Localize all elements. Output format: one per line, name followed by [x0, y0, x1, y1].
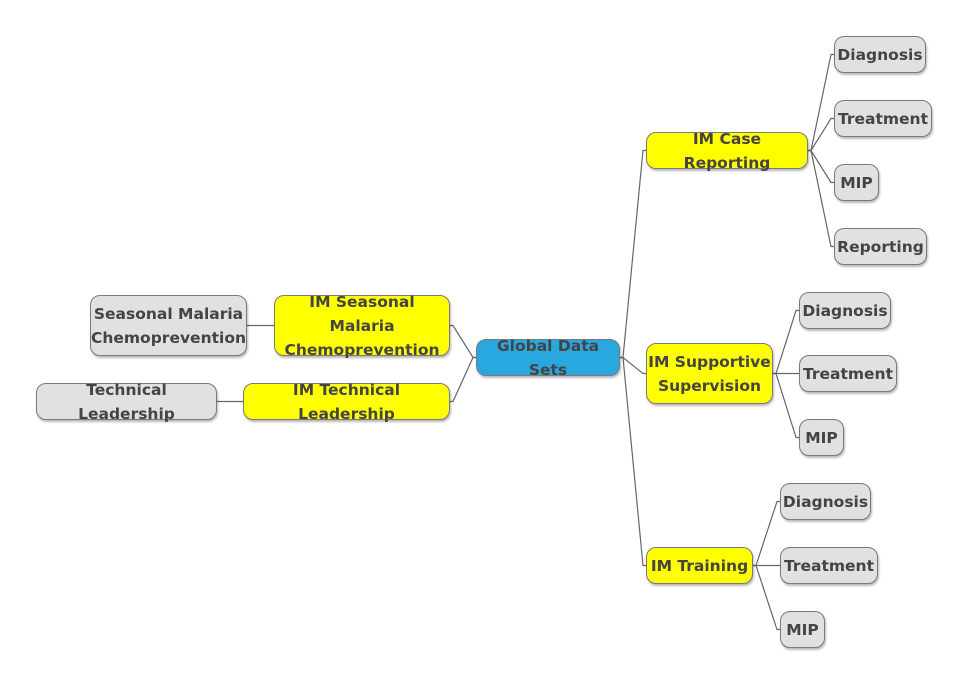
supervision-treatment-node: Treatment: [799, 355, 897, 392]
connector-global-data-sets-to-im-seasonal-malaria-chemoprevention: [450, 324, 476, 359]
im-training-node: IM Training: [646, 547, 753, 584]
im-seasonal-malaria-chemoprevention-node: IM Seasonal Malaria Chemoprevention: [274, 293, 450, 359]
connector-im-training-to-training-diagnosis: [753, 500, 780, 567]
im-supportive-supervision-node: IM Supportive Supervision: [646, 343, 773, 404]
connector-im-case-reporting-to-case-reporting-reporting: [808, 149, 834, 248]
training-diagnosis-node: Diagnosis: [780, 483, 871, 520]
im-case-reporting-node: IM Case Reporting: [646, 130, 808, 172]
supervision-mip-node: MIP: [799, 419, 844, 456]
supervision-diagnosis-node: Diagnosis: [799, 292, 891, 329]
case-reporting-treatment-node: Treatment: [834, 100, 932, 137]
global-data-sets-node: Global Data Sets: [476, 337, 620, 379]
connector-global-data-sets-to-im-case-reporting: [620, 149, 646, 359]
connector-global-data-sets-to-im-training: [620, 356, 646, 567]
training-treatment-node: Treatment: [780, 547, 878, 584]
case-reporting-diagnosis-node: Diagnosis: [834, 36, 926, 73]
connector-im-supportive-supervision-to-supervision-mip: [773, 372, 799, 439]
case-reporting-reporting-node: Reporting: [834, 228, 927, 265]
connector-im-supportive-supervision-to-supervision-diagnosis: [773, 309, 799, 375]
seasonal-malaria-chemoprevention-node: Seasonal Malaria Chemoprevention: [90, 295, 247, 356]
connector-global-data-sets-to-im-technical-leadership: [450, 356, 476, 403]
technical-leadership-node: Technical Leadership: [36, 381, 217, 423]
connector-im-case-reporting-to-case-reporting-diagnosis: [808, 53, 834, 152]
connector-im-training-to-training-mip: [753, 564, 780, 631]
training-mip-node: MIP: [780, 611, 825, 648]
case-reporting-mip-node: MIP: [834, 164, 879, 201]
im-technical-leadership-node: IM Technical Leadership: [243, 381, 450, 423]
